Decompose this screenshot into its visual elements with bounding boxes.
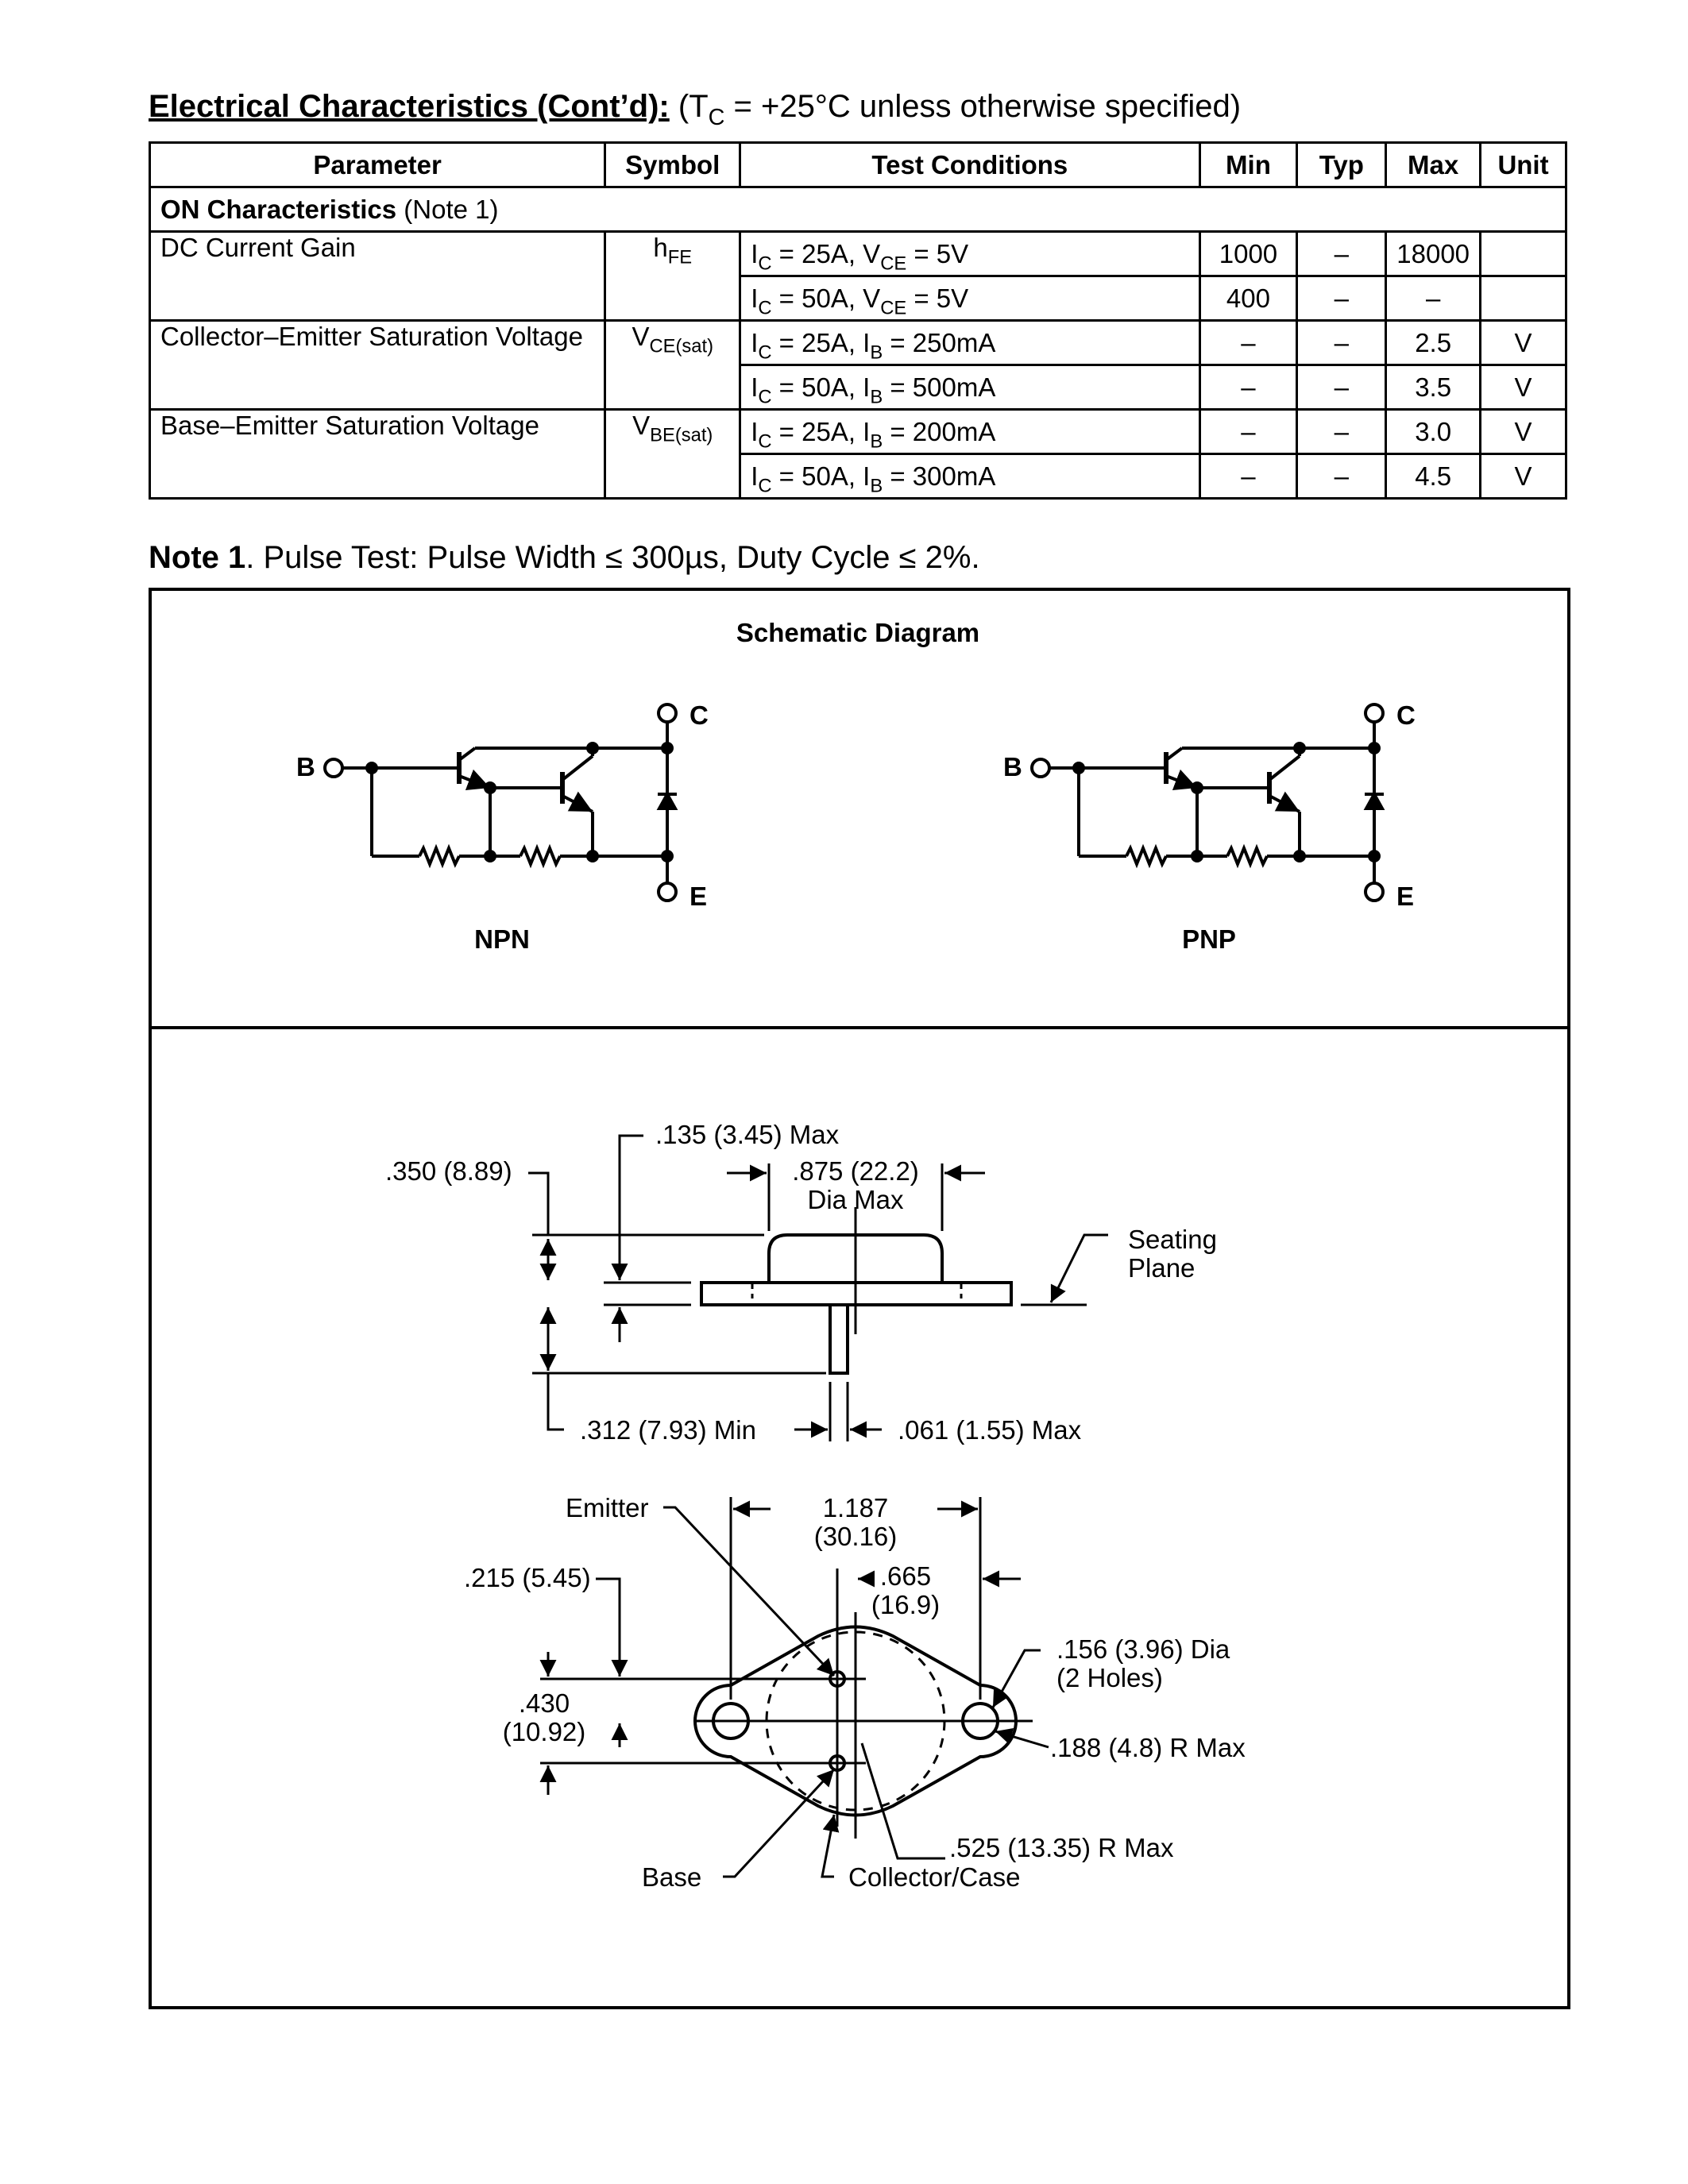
max-cell: 18000 <box>1385 230 1482 277</box>
table-header-row: Parameter Symbol Test Conditions Min Typ… <box>148 141 1567 188</box>
heading-title: Electrical Characteristics (Cont’d): <box>149 89 670 124</box>
unit-cell <box>1479 230 1567 277</box>
typ-cell: – <box>1296 319 1388 366</box>
pnp-schematic: B C E PNP <box>1003 700 1416 954</box>
pnp-terminal-e: E <box>1396 882 1414 911</box>
min-cell: – <box>1198 408 1299 455</box>
min-cell: – <box>1198 364 1299 411</box>
figure-frame <box>149 588 1570 2009</box>
package-bottom-view <box>539 1497 1049 1878</box>
table-row: Collector–Emitter Saturation Voltage VCE… <box>148 319 1567 411</box>
pnp-terminal-c: C <box>1396 700 1416 730</box>
test-condition-cell: IC = 25A, IB = 250mA <box>739 319 1201 366</box>
dim-665-mm-label: (16.9) <box>871 1590 940 1619</box>
header-unit: Unit <box>1479 141 1567 188</box>
header-parameter: Parameter <box>148 141 607 188</box>
min-cell: – <box>1198 319 1299 366</box>
max-cell: 2.5 <box>1385 319 1482 366</box>
base-label: Base <box>642 1862 701 1892</box>
max-cell: 4.5 <box>1385 453 1482 500</box>
dim-665-label: .665 <box>880 1561 931 1591</box>
min-cell: 1000 <box>1198 230 1299 277</box>
npn-terminal-e: E <box>689 882 707 911</box>
unit-cell <box>1479 275 1567 322</box>
section-row: ON Characteristics (Note 1) <box>149 186 1567 233</box>
symbol-cell: VBE(sat) <box>604 408 742 500</box>
dim-350-label: .350 (8.89) <box>385 1156 512 1186</box>
symbol-cell: hFE <box>604 230 742 322</box>
typ-cell: – <box>1296 364 1388 411</box>
test-condition-cell: IC = 50A, IB = 300mA <box>739 453 1201 500</box>
table-row: Base–Emitter Saturation Voltage VBE(sat)… <box>148 408 1567 500</box>
package-side-view <box>528 1134 1108 1441</box>
section-label: ON Characteristics (Note 1) <box>149 186 1567 233</box>
npn-label: NPN <box>474 924 530 954</box>
unit-cell: V <box>1479 364 1567 411</box>
symbol-cell: VCE(sat) <box>604 319 742 411</box>
electrical-characteristics-table: Parameter Symbol Test Conditions Min Typ… <box>148 141 1567 500</box>
table-row: IC = 50A, VCE = 5V 400 – – <box>150 275 1567 322</box>
dim-135-label: .135 (3.45) Max <box>655 1120 840 1149</box>
dim-430-label: .430 <box>519 1688 570 1718</box>
dim-875-dia-label: Dia Max <box>807 1185 904 1214</box>
npn-terminal-c: C <box>689 700 709 730</box>
test-condition-cell: IC = 25A, IB = 200mA <box>739 408 1201 455</box>
typ-cell: – <box>1296 275 1388 322</box>
schematic-title: Schematic Diagram <box>736 618 979 647</box>
dim-1187-label: 1.187 <box>823 1493 889 1522</box>
pulse-test-note: Note 1. Pulse Test: Pulse Width ≤ 300µs,… <box>149 540 980 575</box>
max-cell: 3.5 <box>1385 364 1482 411</box>
max-cell: 3.0 <box>1385 408 1482 455</box>
test-condition-cell: IC = 50A, IB = 500mA <box>739 364 1201 411</box>
section-heading: Electrical Characteristics (Cont’d): (TC… <box>149 89 1242 131</box>
dim-215-label: .215 (5.45) <box>464 1563 591 1592</box>
parameter-cell: Collector–Emitter Saturation Voltage <box>148 319 607 411</box>
header-max: Max <box>1385 141 1482 188</box>
typ-cell: – <box>1296 230 1388 277</box>
dim-156-label: .156 (3.96) Dia <box>1056 1634 1230 1664</box>
test-condition-cell: IC = 50A, VCE = 5V <box>739 275 1201 322</box>
table-row: IC = 50A, IB = 300mA – – 4.5 V <box>150 453 1567 500</box>
header-symbol: Symbol <box>604 141 742 188</box>
parameter-cell: DC Current Gain <box>148 230 607 322</box>
typ-cell: – <box>1296 453 1388 500</box>
header-typ: Typ <box>1296 141 1388 188</box>
min-cell: 400 <box>1198 275 1299 322</box>
dim-1187-mm-label: (30.16) <box>814 1522 898 1551</box>
dim-430-mm-label: (10.92) <box>503 1717 586 1746</box>
test-condition-cell: IC = 25A, VCE = 5V <box>739 230 1201 277</box>
unit-cell: V <box>1479 319 1567 366</box>
heading-condition: (TC = +25°C unless otherwise specified) <box>678 89 1242 131</box>
parameter-cell: Base–Emitter Saturation Voltage <box>148 408 607 500</box>
figure-divider <box>149 1026 1570 1029</box>
unit-cell: V <box>1479 408 1567 455</box>
max-cell: – <box>1385 275 1482 322</box>
table-row: DC Current Gain hFE IC = 25A, VCE = 5V 1… <box>148 230 1567 322</box>
unit-cell: V <box>1479 453 1567 500</box>
plane-label: Plane <box>1128 1253 1195 1283</box>
dim-061-label: .061 (1.55) Max <box>898 1415 1082 1445</box>
collector-case-label: Collector/Case <box>848 1862 1020 1892</box>
pnp-label: PNP <box>1182 924 1236 954</box>
npn-terminal-b: B <box>296 752 315 781</box>
seating-label: Seating <box>1128 1225 1217 1254</box>
dim-188-label: .188 (4.8) R Max <box>1050 1733 1246 1762</box>
dim-875-label: .875 (22.2) <box>792 1156 919 1186</box>
npn-schematic: B C E NPN <box>296 700 709 954</box>
header-test-conditions: Test Conditions <box>739 141 1201 188</box>
holes-label: (2 Holes) <box>1056 1663 1163 1692</box>
min-cell: – <box>1198 453 1299 500</box>
pnp-terminal-b: B <box>1003 752 1022 781</box>
table-row: IC = 50A, IB = 500mA – – 3.5 V <box>150 364 1567 411</box>
header-min: Min <box>1198 141 1299 188</box>
typ-cell: – <box>1296 408 1388 455</box>
dim-525-label: .525 (13.35) R Max <box>949 1833 1174 1862</box>
dim-312-label: .312 (7.93) Min <box>580 1415 756 1445</box>
emitter-label: Emitter <box>566 1493 649 1522</box>
